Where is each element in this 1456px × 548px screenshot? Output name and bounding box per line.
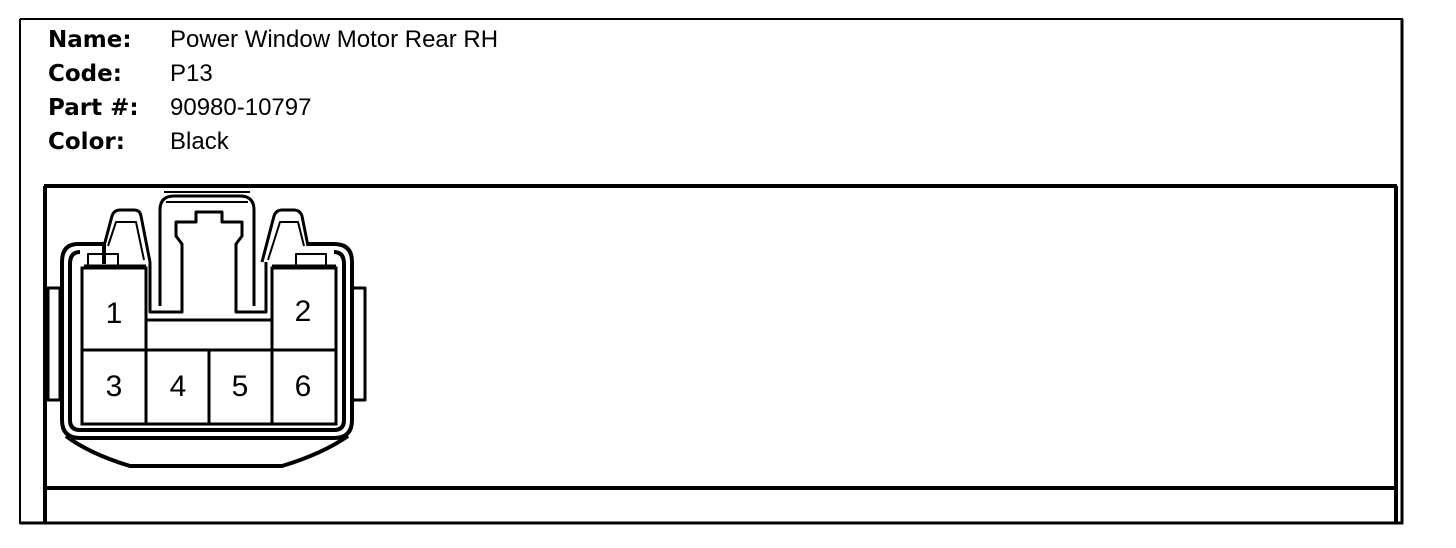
color-value: Black — [170, 128, 229, 155]
name-value: Power Window Motor Rear RH — [170, 26, 499, 53]
pin-number-6: 6 — [295, 370, 312, 403]
pin-number-2: 2 — [295, 295, 312, 328]
pin-number-5: 5 — [232, 370, 249, 403]
name-label: Name: — [48, 27, 132, 53]
pin-number-1: 1 — [106, 297, 123, 330]
code-value: P13 — [170, 60, 213, 87]
code-label: Code: — [48, 61, 122, 87]
connector-face-outline — [46, 191, 367, 468]
pin-number-3: 3 — [106, 370, 123, 403]
pin-cavities — [80, 266, 338, 426]
part-number-value: 90980-10797 — [170, 94, 312, 121]
pin-cavity-6 — [270, 348, 338, 426]
part-number-label: Part #: — [48, 95, 139, 121]
outer-border — [19, 18, 1404, 525]
color-label: Color: — [48, 129, 125, 155]
pin-number-4: 4 — [170, 370, 187, 403]
connector-view-box — [43, 184, 1398, 522]
